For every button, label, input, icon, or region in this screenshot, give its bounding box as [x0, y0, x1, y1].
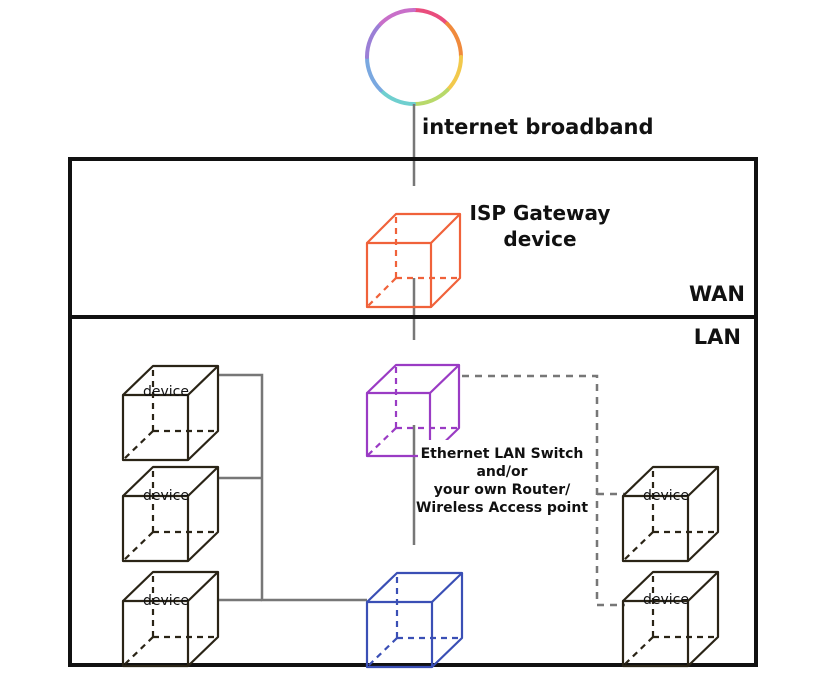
cube-top-face	[366, 212, 462, 244]
wireless-dashed-link	[462, 374, 625, 607]
device-1-icon	[121, 364, 220, 462]
cube-hidden-edge	[122, 430, 154, 461]
cube-side-face	[687, 572, 720, 667]
cube-hidden-edge	[122, 636, 154, 667]
left-devices-bus	[218, 373, 367, 602]
cube-hidden-edge	[622, 531, 654, 562]
cube-side-face	[187, 366, 220, 461]
cube-top-face	[122, 570, 220, 602]
network-frame	[68, 157, 758, 667]
switch-label-background	[418, 440, 590, 518]
cube-top-face	[622, 465, 720, 497]
internet-cloud-icon	[365, 8, 463, 106]
cube-front-face	[621, 599, 690, 668]
internet-ring-segment	[412, 8, 450, 26]
isp-gateway-label-line2: device	[503, 227, 576, 251]
device-2-icon	[121, 465, 220, 563]
cube-front-face	[365, 391, 432, 458]
cube-hidden-edge	[366, 427, 397, 457]
isp-gateway-label-line1: ISP Gateway	[470, 201, 611, 225]
internet-ring-segment	[378, 8, 416, 26]
cube-front-face	[121, 393, 190, 462]
cube-top-face	[622, 570, 720, 602]
cube-front-face	[365, 600, 434, 669]
cube-top-face	[366, 363, 461, 394]
cube-front-face	[121, 599, 190, 668]
device-4-label: device	[643, 488, 689, 504]
cube-top-face	[122, 364, 220, 396]
wan-label: WAN	[689, 282, 745, 306]
device-5-label: device	[643, 592, 689, 608]
cube-hidden-edge	[366, 637, 398, 668]
cube-side-face	[687, 467, 720, 562]
isp-gateway-device-icon	[365, 212, 462, 309]
device-5-icon	[621, 570, 720, 668]
switch-label-line4: Wireless Access point	[416, 500, 588, 516]
lan-label: LAN	[694, 325, 741, 349]
device-4-icon	[621, 465, 720, 563]
internet-ring-segment	[365, 21, 383, 59]
switch-label-line2: and/or	[476, 464, 527, 480]
device-3-icon	[121, 570, 220, 668]
cube-side-face	[187, 467, 220, 562]
cube-top-face	[366, 571, 464, 603]
device-2-label: device	[143, 488, 189, 504]
internet-ring-segment	[412, 88, 450, 106]
internet-ring-segment	[378, 88, 416, 106]
cube-front-face	[365, 241, 433, 309]
cube-front-face	[621, 494, 690, 563]
cube-front-face	[121, 494, 190, 563]
wan-lan-border	[68, 157, 758, 667]
device-1-label: device	[143, 384, 189, 400]
cube-side-face	[187, 572, 220, 667]
router-device-icon	[365, 571, 464, 669]
cube-top-face	[122, 465, 220, 497]
cube-side-face	[431, 573, 464, 668]
cube-hidden-edge	[622, 636, 654, 667]
internet-ring-segment	[365, 55, 383, 93]
internet-broadband-label: internet broadband	[422, 115, 654, 139]
switch-label-line1: Ethernet LAN Switch	[421, 446, 584, 462]
connection-lines	[218, 104, 625, 607]
cube-hidden-edge	[366, 277, 397, 308]
switch-label-line3: your own Router/	[434, 482, 571, 498]
internet-ring-segment	[445, 21, 463, 59]
internet-ring-segment	[445, 55, 463, 93]
cube-hidden-edge	[122, 531, 154, 562]
cube-side-face	[430, 214, 462, 308]
device-3-label: device	[143, 593, 189, 609]
